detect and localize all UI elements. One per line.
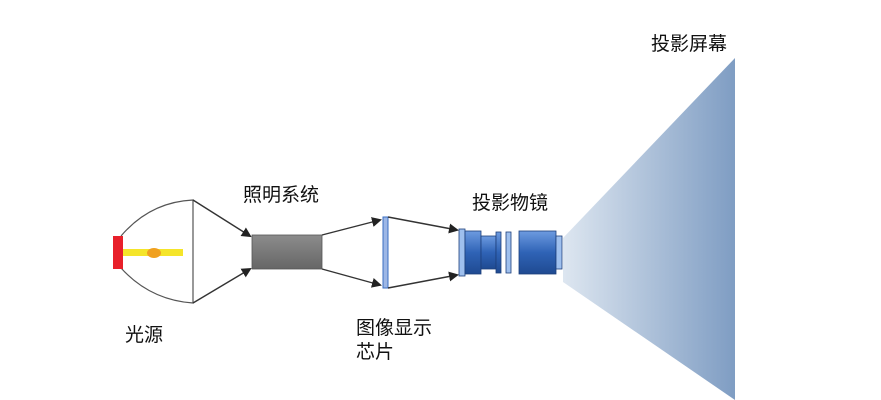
projection-lens [458, 228, 563, 277]
illumination-system-block [251, 234, 323, 270]
projection-light-cone [563, 58, 735, 400]
lens-element-2 [464, 230, 482, 275]
lens-element-6 [518, 230, 557, 275]
display-chip-label-line1: 图像显示 [356, 317, 433, 339]
lens-element-1 [458, 228, 466, 277]
lens-element-5 [505, 231, 512, 274]
chip-line-lower [321, 268, 382, 288]
projection-lens-label: 投影物镜 [472, 192, 549, 214]
display-chip [382, 216, 389, 289]
lamp-base [113, 236, 123, 269]
lens-element-7 [555, 235, 563, 270]
illumination-system-label: 照明系统 [243, 184, 320, 206]
lens-element-4 [495, 231, 502, 274]
projection-screen-label: 投影屏幕 [651, 33, 728, 55]
bulb-filament [147, 248, 161, 258]
lens-line-upper [387, 216, 459, 234]
light-source-label: 光源 [125, 324, 164, 346]
display-chip-label-line2: 芯片 [356, 341, 395, 363]
beam-line-lower [192, 267, 252, 304]
lens-element-3 [480, 235, 497, 270]
chip-line-upper [321, 217, 382, 236]
lens-line-lower [387, 271, 459, 289]
display-chip-label: 图像显示 芯片 [356, 316, 432, 364]
beam-line-upper [192, 199, 252, 238]
